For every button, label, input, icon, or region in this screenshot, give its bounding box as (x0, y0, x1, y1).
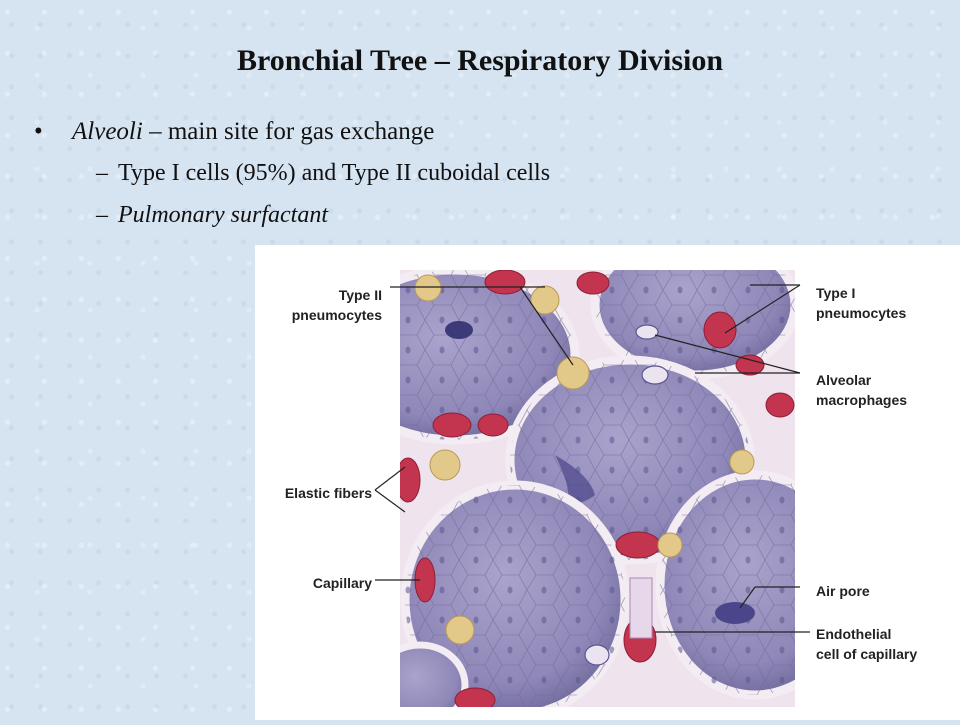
subbullet-marker: – (96, 202, 108, 228)
slide-title: Bronchial Tree – Respiratory Division (236, 44, 724, 77)
subbullet-marker: – (96, 160, 108, 186)
bullet-marker: • (34, 118, 43, 145)
bullet-alveoli: • Alveoli – main site for gas exchange (34, 118, 914, 160)
subbullet-text: Type I cells (95%) and Type II cuboidal … (118, 160, 551, 186)
label-air-pore: Air pore (816, 583, 870, 599)
leader-lines (374, 284, 810, 633)
label-endothelial-cell: Endothelial cell of capillary (816, 626, 918, 662)
label-capillary: Capillary (312, 575, 372, 591)
subbullet-cell-types: – Type I cells (95%) and Type II cuboida… (34, 160, 914, 202)
bullet-description: – main site for gas exchange (142, 118, 435, 145)
alveolar-tissue (400, 270, 795, 707)
label-alveolar-macrophages: Alveolar macrophages (816, 372, 908, 408)
label-type-ii-pneumocytes: Type II pneumocytes (291, 287, 382, 323)
label-elastic-fibers: Elastic fibers (284, 485, 372, 501)
bullet-list: • Alveoli – main site for gas exchange –… (34, 118, 914, 244)
subbullet-text: Pulmonary surfactant (118, 202, 328, 228)
label-type-i-pneumocytes: Type I pneumocytes (816, 285, 907, 321)
alveoli-figure: Type II pneumocytes Type I pneumocytes A… (255, 245, 960, 720)
bullet-term: Alveoli (72, 118, 143, 145)
subbullet-surfactant: – Pulmonary surfactant (34, 202, 914, 244)
alveoli-illustration (374, 270, 810, 707)
